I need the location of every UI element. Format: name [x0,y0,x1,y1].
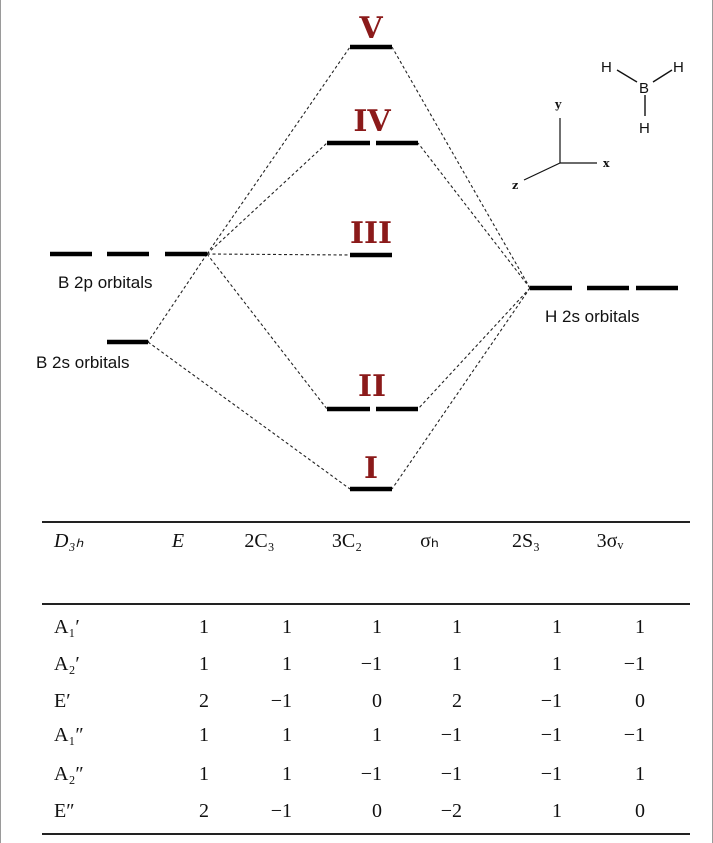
atom-h-top-right: H [673,59,684,76]
b2p-label: B 2p orbitals [58,273,153,292]
table-cell: 2 [199,800,209,822]
table-cell: 1 [199,653,209,675]
level-v-label: V [358,11,383,46]
connector-b2p-iv [206,142,328,255]
bh3-molecule: H H B H [601,59,684,137]
energy-levels [50,44,678,492]
table-cell: 1 [372,724,382,746]
table-cell: 1 [199,616,209,638]
table-cell: 1 [282,616,292,638]
row-label: A₂″ [54,763,84,785]
table-cell: 0 [635,690,645,712]
table-cell: 1 [552,653,562,675]
table-cell: 2 [452,690,462,712]
header-point-group: D₃ₕ [54,530,84,552]
header-3sigma-v: 3σᵥ [596,530,624,552]
b2s-label: B 2s orbitals [36,353,130,372]
row-label: E′ [54,690,71,712]
table-cell: −1 [270,690,292,712]
table-cell: 1 [452,616,462,638]
table-cell: −1 [623,724,645,746]
table-cell: 2 [199,690,209,712]
table-cell: 1 [452,653,462,675]
table-cell: −1 [360,763,382,785]
h2s-label: H 2s orbitals [545,307,639,326]
connector-h-iv [417,142,531,289]
table-cell: 1 [282,763,292,785]
table-rule-mid [42,603,690,605]
bond-b-h-right [652,69,673,83]
axis-z-label: z [512,179,518,192]
table-cell: 0 [635,800,645,822]
axis-x-label: x [603,157,610,170]
connector-b2p-b2s [147,253,208,343]
header-e: E [171,530,185,552]
level-iv-label: IV [353,104,391,139]
level-iii-label: III [350,216,392,251]
connector-lines [147,46,531,490]
header-3c2: 3C₂ [331,530,363,552]
table-rule-bottom [42,833,690,835]
header-2s3: 2S₃ [511,530,541,552]
table-cell: −1 [440,724,462,746]
table-rule-top [42,521,690,523]
connector-b2p-v [206,46,351,255]
atom-h-bottom: H [639,120,650,137]
row-label: A₁″ [54,724,84,746]
table-cell: −1 [540,724,562,746]
level-ii-label: II [358,369,386,404]
connector-h-v [391,46,531,289]
table-cell: 1 [635,616,645,638]
connector-h-ii [417,287,531,410]
connector-b2s-i [147,341,351,490]
table-cell: 1 [552,616,562,638]
table-cell: 0 [372,800,382,822]
atom-h-top-left: H [601,59,612,76]
coordinate-axes: y x z [512,98,610,192]
table-cell: 1 [282,724,292,746]
connector-b2p-iii [206,253,351,256]
table-cell: 1 [635,763,645,785]
table-cell: 0 [372,690,382,712]
row-label: A₂′ [54,653,80,675]
table-cell: −1 [623,653,645,675]
table-cell: −2 [440,800,462,822]
table-cell: −1 [270,800,292,822]
bond-b-h-left [616,69,638,83]
connector-b2p-ii [206,253,328,410]
table-cell: 1 [199,763,209,785]
row-label: E″ [54,800,75,822]
header-sigma-h: σₕ [420,530,439,552]
connector-h-i [391,287,531,490]
atom-b-center: B [639,80,649,97]
row-label: A₁′ [54,616,80,638]
table-cell: −1 [440,763,462,785]
table-cell: −1 [360,653,382,675]
table-cell: −1 [540,763,562,785]
table-cell: 1 [282,653,292,675]
table-cell: 1 [372,616,382,638]
axis-z [523,162,561,181]
mo-energy-diagram: V IV III II I B 2p orbitals B 2s orbital… [36,11,684,492]
axis-y-label: y [554,98,562,111]
table-cell: −1 [540,690,562,712]
level-i-label: I [364,451,378,486]
header-2c3: 2C₃ [244,530,275,552]
table-cell: 1 [552,800,562,822]
table-cell: 1 [199,724,209,746]
